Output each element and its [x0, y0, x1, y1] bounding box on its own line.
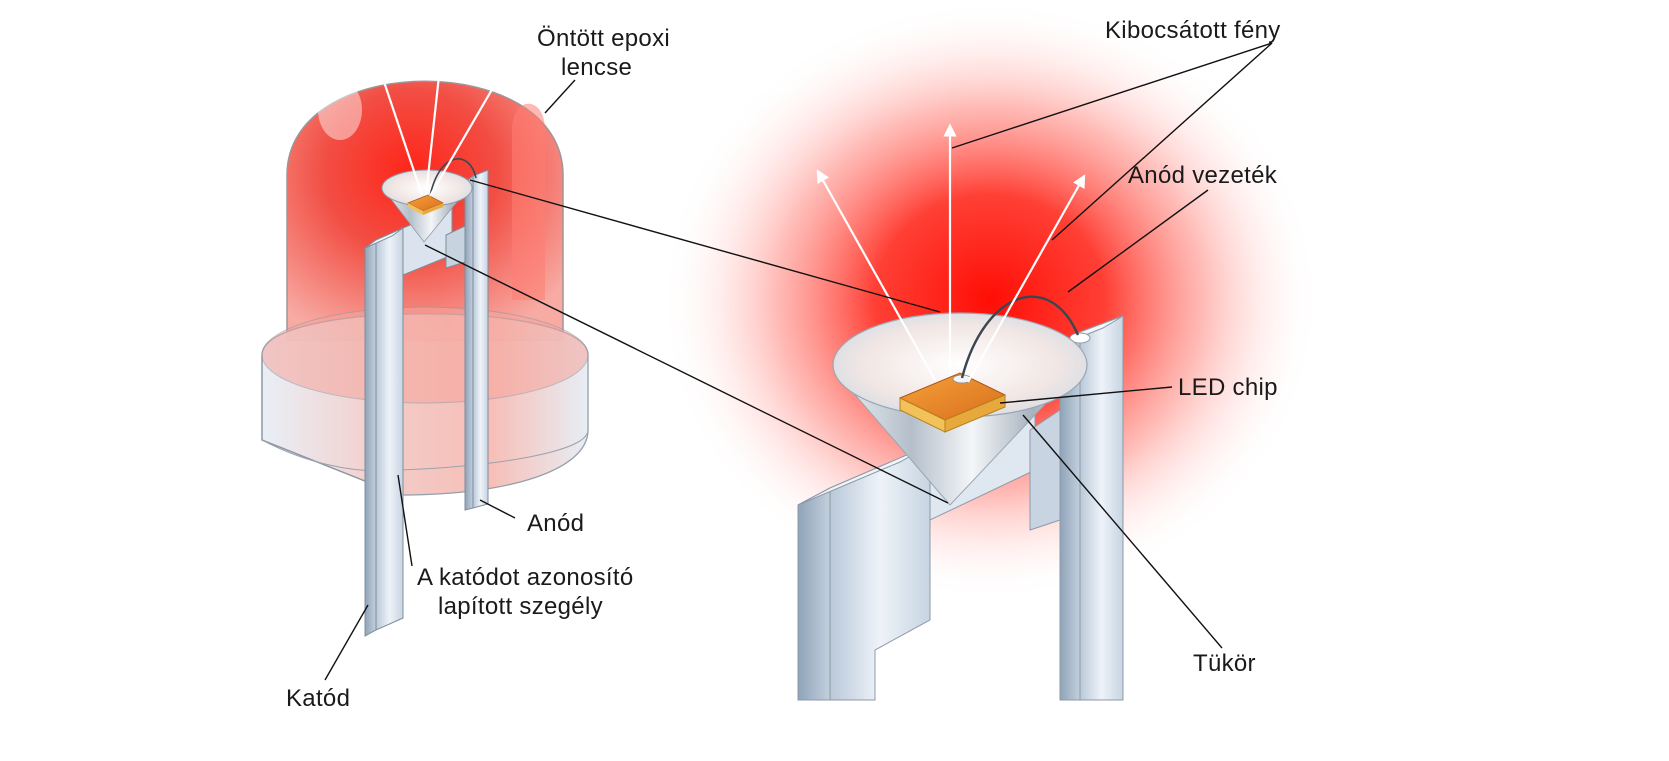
led-chip-magnified — [898, 372, 1007, 433]
leader-lines — [324, 42, 1273, 681]
anode-lead — [445, 169, 489, 511]
label-cathode: Katód — [286, 685, 350, 712]
label-flat-edge-line1: A katódot azonosító — [417, 564, 634, 591]
anode-lead-magnified — [1029, 315, 1124, 701]
light-rays-small — [365, 23, 512, 197]
label-mirror: Tükör — [1193, 650, 1256, 677]
magnified-view — [660, 0, 1320, 701]
light-glow — [660, 0, 1320, 600]
anode-wire-small — [429, 158, 477, 197]
label-led-chip: LED chip — [1178, 374, 1278, 401]
reflector-cup-magnified — [832, 312, 1088, 506]
zoom-connectors — [424, 179, 949, 504]
led-chip-small — [407, 194, 444, 215]
labels: Öntött epoxi lencse Kibocsátott fény Anó… — [286, 17, 1281, 712]
led-full-view — [261, 23, 589, 637]
label-flat-edge-line2: lapított szegély — [438, 593, 603, 620]
light-rays-magnified — [816, 123, 1086, 383]
label-anode-wire: Anód vezeték — [1128, 162, 1278, 189]
label-epoxy-lens-line2: lencse — [561, 54, 632, 81]
anode-wire-magnified — [960, 295, 1080, 379]
label-anode: Anód — [527, 510, 584, 537]
base-flange — [261, 306, 589, 496]
label-epoxy-lens-line1: Öntött epoxi — [537, 25, 670, 52]
label-emitted-light: Kibocsátott fény — [1105, 17, 1281, 44]
